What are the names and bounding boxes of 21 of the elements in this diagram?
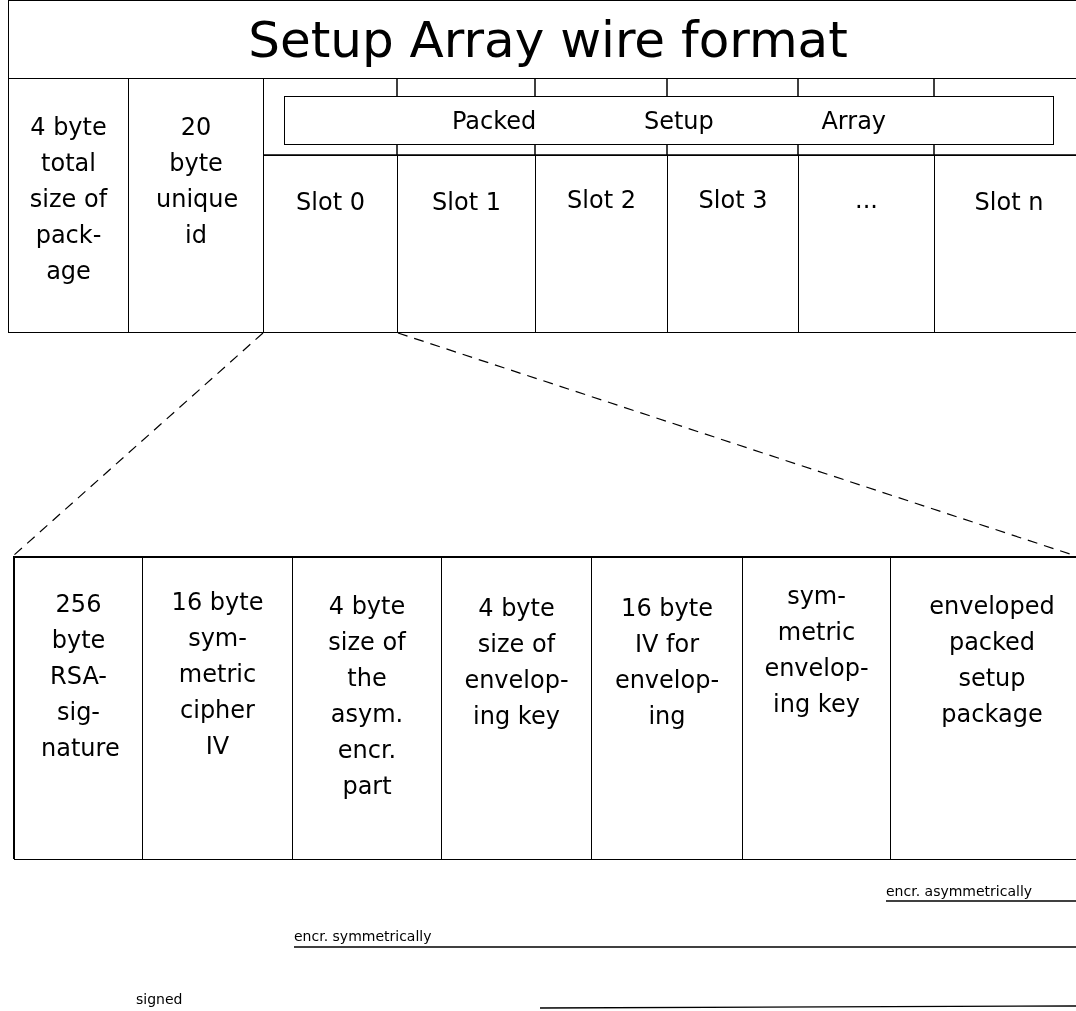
field-cell: enveloped packed setup package — [890, 557, 1076, 860]
field-cell: 16 byte sym- metric cipher IV — [142, 557, 293, 860]
slot-cell: Slot 1 — [397, 155, 536, 333]
slot-cell: Slot 3 — [667, 155, 799, 333]
slot-cell: Slot n — [934, 155, 1076, 333]
range-label: encr. symmetrically — [294, 928, 432, 944]
field-cell: 4 byte total size of pack- age — [8, 78, 129, 333]
outline-box — [13, 556, 1076, 859]
field-cell: 20 byte unique id — [128, 78, 264, 333]
slot-cell: ... — [798, 155, 935, 333]
field-cell: 4 byte size of envelop- ing key — [441, 557, 592, 860]
range-label: signed — [136, 991, 183, 1007]
range-label: encr. asymmetrically — [886, 883, 1033, 899]
slot-cell: Slot 2 — [535, 155, 668, 333]
field-cell: 256 byte RSA- sig- nature — [14, 557, 143, 860]
field-cell: 16 byte IV for envelop- ing — [591, 557, 743, 860]
array-band: Packed Setup Array — [284, 96, 1054, 145]
slot-cell: Slot 0 — [263, 155, 398, 333]
dashed-zoom-line — [12, 332, 264, 557]
field-cell: 4 byte size of the asym. encr. part — [292, 557, 442, 860]
field-cell: sym- metric envelop- ing key — [742, 557, 891, 860]
